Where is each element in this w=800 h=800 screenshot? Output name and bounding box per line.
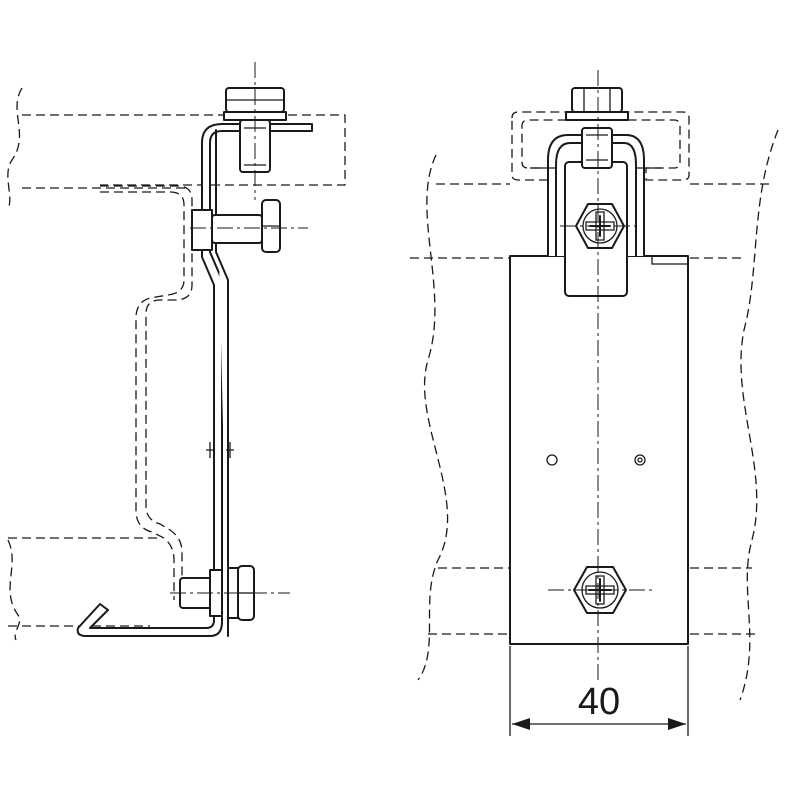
lower-side-bolt xyxy=(170,565,290,621)
upper-rail-phantom xyxy=(7,87,346,211)
front-view xyxy=(410,70,779,736)
upper-side-bolt xyxy=(190,199,308,253)
dimension-label-width: 40 xyxy=(577,681,621,723)
channel-profile-phantom xyxy=(100,185,193,600)
front-top-hex-bolt xyxy=(565,87,629,169)
center-lines xyxy=(548,70,652,680)
width-dimension xyxy=(509,646,689,736)
side-view xyxy=(7,62,346,641)
mount-hole-left xyxy=(546,454,558,466)
rail-break-lines xyxy=(410,129,779,701)
z-bracket xyxy=(76,123,313,637)
mount-hole-right xyxy=(634,454,646,466)
top-rail-section xyxy=(511,111,690,181)
top-hex-bolt xyxy=(223,62,287,200)
